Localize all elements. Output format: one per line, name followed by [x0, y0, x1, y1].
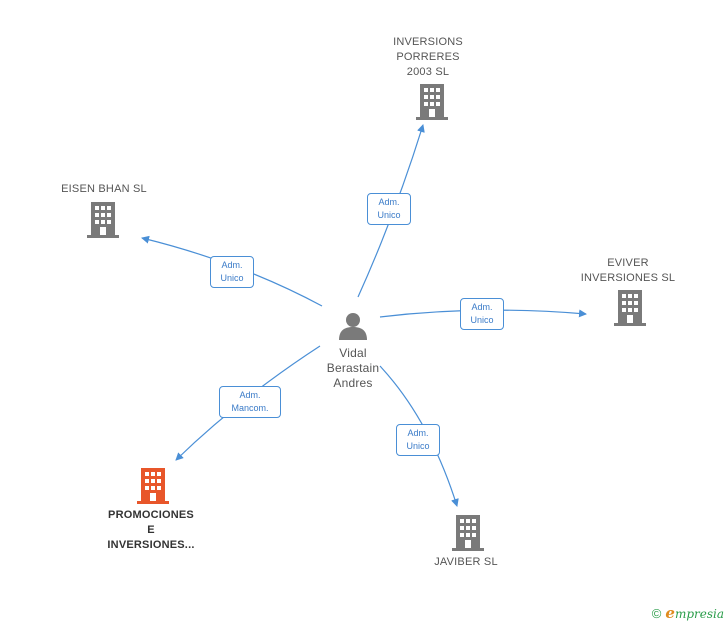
empresia-footer[interactable]: ©empresia: [652, 604, 724, 622]
copyright-symbol: ©: [651, 606, 662, 621]
relation-badge-eviver[interactable]: Adm.Unico: [460, 298, 504, 330]
relation-badge-eisen[interactable]: Adm.Unico: [210, 256, 254, 288]
relation-badge-inversions[interactable]: Adm.Unico: [367, 193, 411, 225]
company-label-javiber[interactable]: JAVIBER SL: [434, 556, 498, 568]
company-label-inversions[interactable]: INVERSIONS PORRERES 2003 SL: [393, 36, 463, 78]
building-icon[interactable]: [614, 290, 646, 326]
company-label-eviver[interactable]: EVIVER INVERSIONES SL: [580, 257, 676, 284]
building-icon[interactable]: [452, 515, 484, 551]
empresia-logo: empresia: [665, 604, 724, 622]
relation-badge-javiber[interactable]: Adm.Unico: [396, 424, 440, 456]
building-icon[interactable]: [416, 84, 448, 120]
person-icon: [339, 313, 367, 340]
building-icon[interactable]: [137, 468, 169, 504]
person-name[interactable]: Vidal Berastain Andres: [326, 346, 380, 390]
relation-badge-promociones[interactable]: Adm.Mancom.: [219, 386, 281, 418]
company-label-eisen[interactable]: EISEN BHAN SL: [61, 183, 147, 195]
building-icon[interactable]: [87, 202, 119, 238]
company-label-promociones[interactable]: PROMOCIONES E INVERSIONES...: [107, 509, 195, 551]
